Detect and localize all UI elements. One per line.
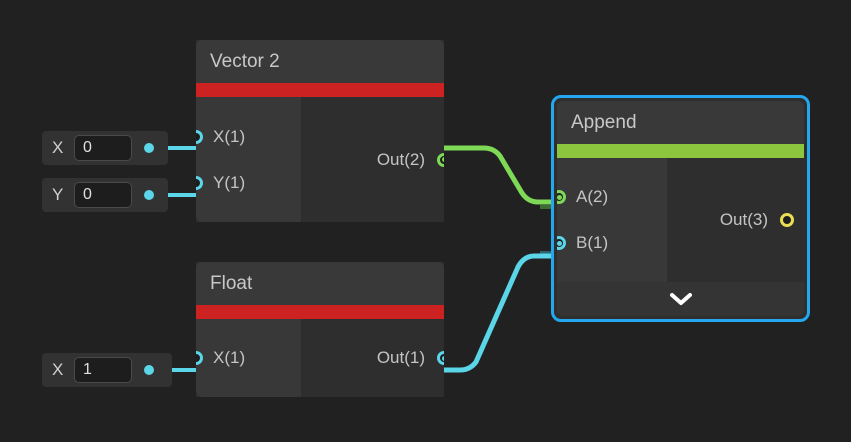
value-widget-label: X [52, 138, 64, 157]
node-accent-bar [557, 144, 804, 158]
node-vector2[interactable]: Vector 2 X(1) Y(1) Out(2) [196, 40, 444, 222]
port-row-input[interactable]: A(2) [557, 174, 667, 220]
port-label: B(1) [576, 233, 609, 252]
port-vector2-x[interactable] [196, 129, 203, 144]
node-expander-append[interactable] [557, 282, 804, 316]
node-accent-bar [196, 305, 444, 319]
port-append-out[interactable] [780, 213, 794, 227]
port-label: Out(2) [376, 149, 425, 169]
port-row-output[interactable]: Out(1) [301, 335, 444, 381]
value-widget-vector2-x[interactable]: X 0 [42, 131, 168, 165]
port-append-a[interactable] [557, 190, 566, 204]
value-widget-input[interactable]: 0 [74, 135, 132, 161]
value-widget-input[interactable]: 0 [74, 182, 132, 208]
port-row-output[interactable]: Out(2) [301, 137, 444, 183]
port-label: X(1) [213, 126, 246, 146]
value-widget-connector-dot[interactable] [144, 365, 154, 375]
value-widget-label: Y [52, 185, 64, 204]
node-title-float: Float [196, 262, 444, 305]
node-float[interactable]: Float X(1) Out(1) [196, 262, 444, 397]
node-append[interactable]: Append A(2) B(1) Out(3) [551, 95, 810, 322]
port-append-b[interactable] [557, 236, 566, 250]
port-float-x[interactable] [196, 351, 203, 365]
value-widget-connector-dot[interactable] [144, 143, 154, 153]
port-label: Out(3) [719, 210, 768, 229]
port-row-input[interactable]: X(1) [196, 335, 301, 381]
value-widget-input[interactable]: 1 [74, 357, 132, 383]
value-widget-vector2-y[interactable]: Y 0 [42, 178, 168, 212]
value-widget-connector-dot[interactable] [144, 190, 154, 200]
node-title-append: Append [557, 101, 804, 144]
port-row-input[interactable]: X(1) [196, 114, 301, 160]
port-vector2-y[interactable] [196, 175, 203, 190]
value-widget-label: X [52, 360, 64, 379]
port-row-input[interactable]: B(1) [557, 220, 667, 266]
node-accent-bar [196, 83, 444, 97]
port-label: Out(1) [376, 348, 425, 367]
port-label: X(1) [213, 348, 246, 367]
port-float-out[interactable] [437, 351, 444, 365]
port-vector2-out[interactable] [437, 152, 444, 167]
value-widget-float-x[interactable]: X 1 [42, 353, 172, 387]
port-label: Y(1) [213, 172, 246, 192]
node-title-vector2: Vector 2 [196, 40, 444, 83]
chevron-down-icon [669, 293, 692, 305]
port-label: A(2) [576, 187, 609, 206]
port-row-output[interactable]: Out(3) [667, 197, 804, 243]
port-row-input[interactable]: Y(1) [196, 160, 301, 206]
